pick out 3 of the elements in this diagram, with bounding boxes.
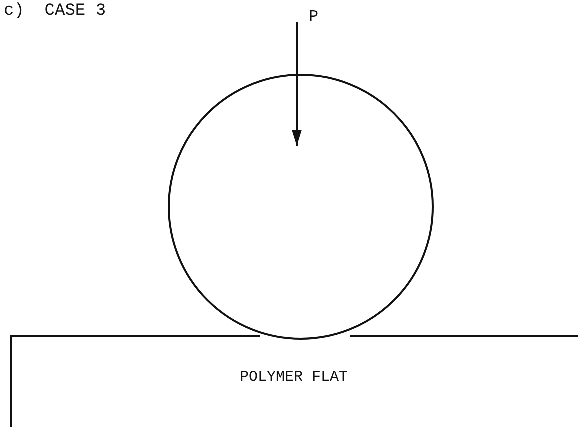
- force-label: P: [309, 8, 319, 26]
- block-label: POLYMER FLAT: [238, 369, 350, 386]
- figure-title: c) CASE 3: [4, 2, 106, 21]
